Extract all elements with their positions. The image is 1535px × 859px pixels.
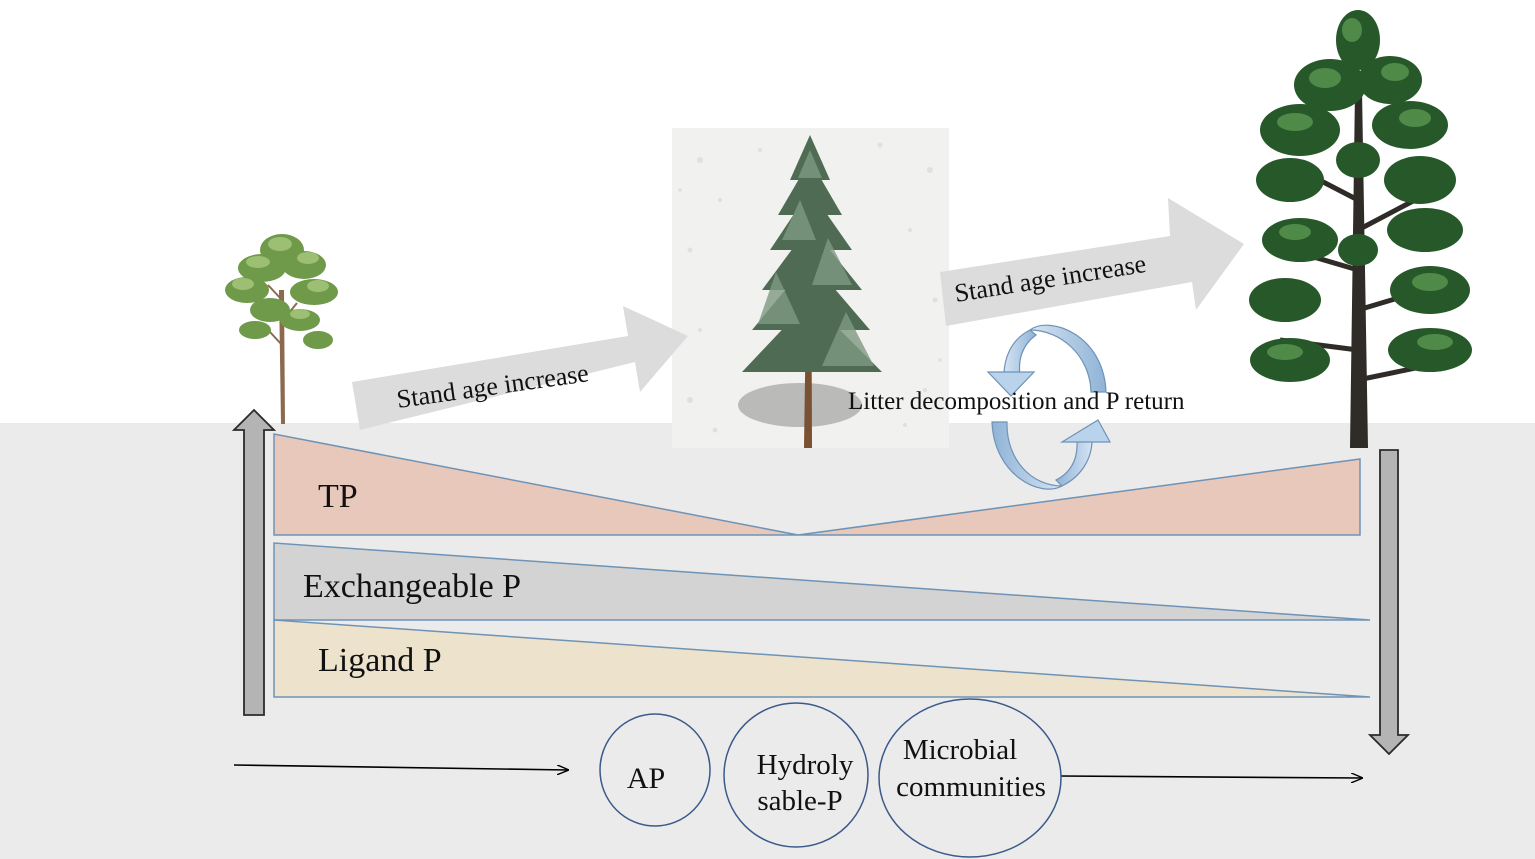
left-increase-arrow <box>231 408 277 716</box>
litter-cycle-icon <box>986 324 1112 490</box>
ap-label: AP <box>627 762 665 795</box>
bottom-arrow-left <box>233 764 568 770</box>
stand-age-arrow-1: Stand age increase <box>352 306 688 430</box>
litter-cycle-label: Litter decomposition and P return <box>848 388 1185 415</box>
pine-tree-young-icon <box>225 234 338 424</box>
tp-wedge-right <box>797 458 1361 536</box>
stand-age-arrow-2: Stand age increase <box>940 198 1244 326</box>
hydrolysable-p-label-2: sable-P <box>757 785 842 817</box>
right-decrease-arrow <box>1367 449 1411 756</box>
hydrolysable-p-circle: Hydroly sable-P <box>723 702 869 848</box>
ligand-p-wedge <box>273 619 1371 698</box>
pine-tree-mature-icon <box>1249 10 1472 448</box>
microbial-communities-circle: Microbial communities <box>878 698 1062 858</box>
hydrolysable-p-label-1: Hydroly <box>757 749 854 781</box>
microbial-label-2: communities <box>896 771 1046 803</box>
exchangeable-p-wedge <box>273 542 1371 621</box>
ap-circle: AP <box>599 713 711 827</box>
tp-wedge-left <box>273 433 799 536</box>
ligand-p-label: Ligand P <box>318 642 442 679</box>
tp-label: TP <box>318 478 358 515</box>
pine-tree-mid-icon <box>738 135 882 448</box>
exchangeable-p-label: Exchangeable P <box>303 568 521 605</box>
bottom-arrow-right <box>1059 776 1362 778</box>
microbial-label-1: Microbial <box>903 734 1017 766</box>
